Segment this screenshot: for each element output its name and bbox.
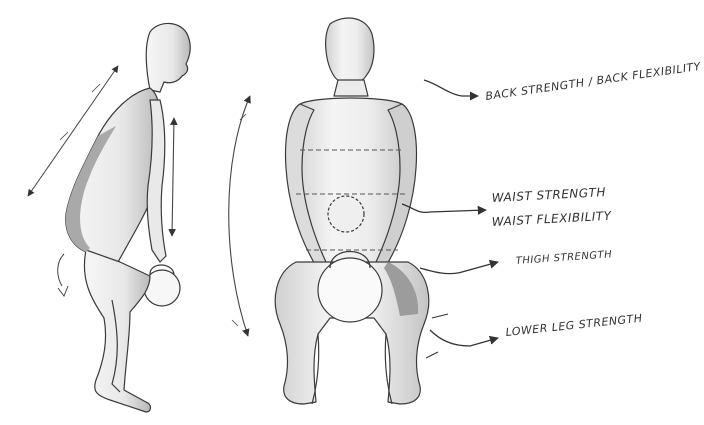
label-thigh: THIGH STRENGTH	[515, 249, 612, 267]
label-back: BACK STRENGTH / BACK FLEXIBILITY	[485, 60, 703, 103]
label-lower-leg: LOWER LEG STRENGTH	[505, 312, 643, 339]
label-waist-flexibility: WAIST FLEXIBILITY	[491, 209, 613, 229]
callout-thigh	[420, 262, 498, 274]
side-legs	[84, 250, 150, 412]
front-neck	[334, 80, 368, 96]
side-vertical-arrow	[172, 118, 174, 236]
waist-target-circle	[328, 196, 364, 232]
side-head	[146, 23, 190, 92]
side-view-figure	[66, 23, 190, 412]
front-kettlebell	[318, 258, 382, 322]
side-knee-arrow	[58, 254, 68, 296]
callout-back	[424, 80, 478, 96]
label-waist-strength: WAIST STRENGTH	[491, 185, 606, 205]
callout-lower-leg	[430, 330, 498, 346]
front-head	[326, 18, 374, 83]
front-range-arc	[229, 96, 250, 336]
callout-waist	[402, 204, 486, 212]
front-view-figure	[275, 18, 429, 404]
